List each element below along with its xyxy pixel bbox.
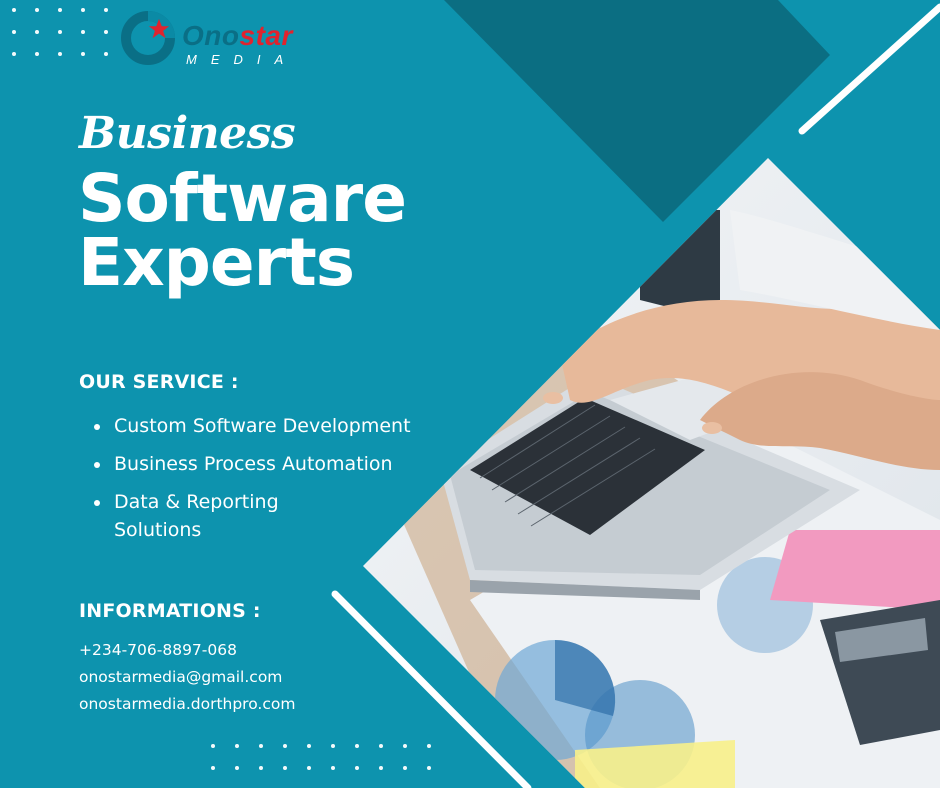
headline-line-1: Software — [78, 160, 407, 237]
dark-diamond-shape — [444, 0, 830, 222]
service-item: Custom Software Development — [92, 412, 452, 440]
phone-number: +234-706-8897-068 — [79, 641, 237, 659]
dot-grid-bottom — [211, 744, 431, 770]
services-title: OUR SERVICE : — [79, 371, 239, 393]
service-item: Business Process Automation — [92, 450, 452, 478]
star-icon — [148, 18, 170, 39]
headline-script: Business — [79, 108, 296, 159]
service-item: Data & Reporting Solutions — [92, 488, 334, 544]
ring-icon — [121, 11, 175, 65]
services-list: Custom Software Development Business Pro… — [92, 412, 452, 554]
website-url: onostarmedia.dorthpro.com — [79, 695, 296, 713]
contact-list: +234-706-8897-068 onostarmedia@gmail.com… — [79, 637, 295, 718]
logo-sub-text: MEDIA — [186, 52, 298, 67]
diagonal-line-top — [798, 3, 940, 135]
diagonal-line-bottom — [331, 590, 532, 788]
email-address: onostarmedia@gmail.com — [79, 668, 283, 686]
logo-brand-text: Onostar — [182, 20, 293, 51]
headline-line-2: Experts — [78, 224, 355, 301]
brand-logo: Onostar MEDIA — [118, 10, 318, 67]
dot-grid-top — [12, 8, 108, 56]
informations-title: INFORMATIONS : — [79, 600, 261, 622]
